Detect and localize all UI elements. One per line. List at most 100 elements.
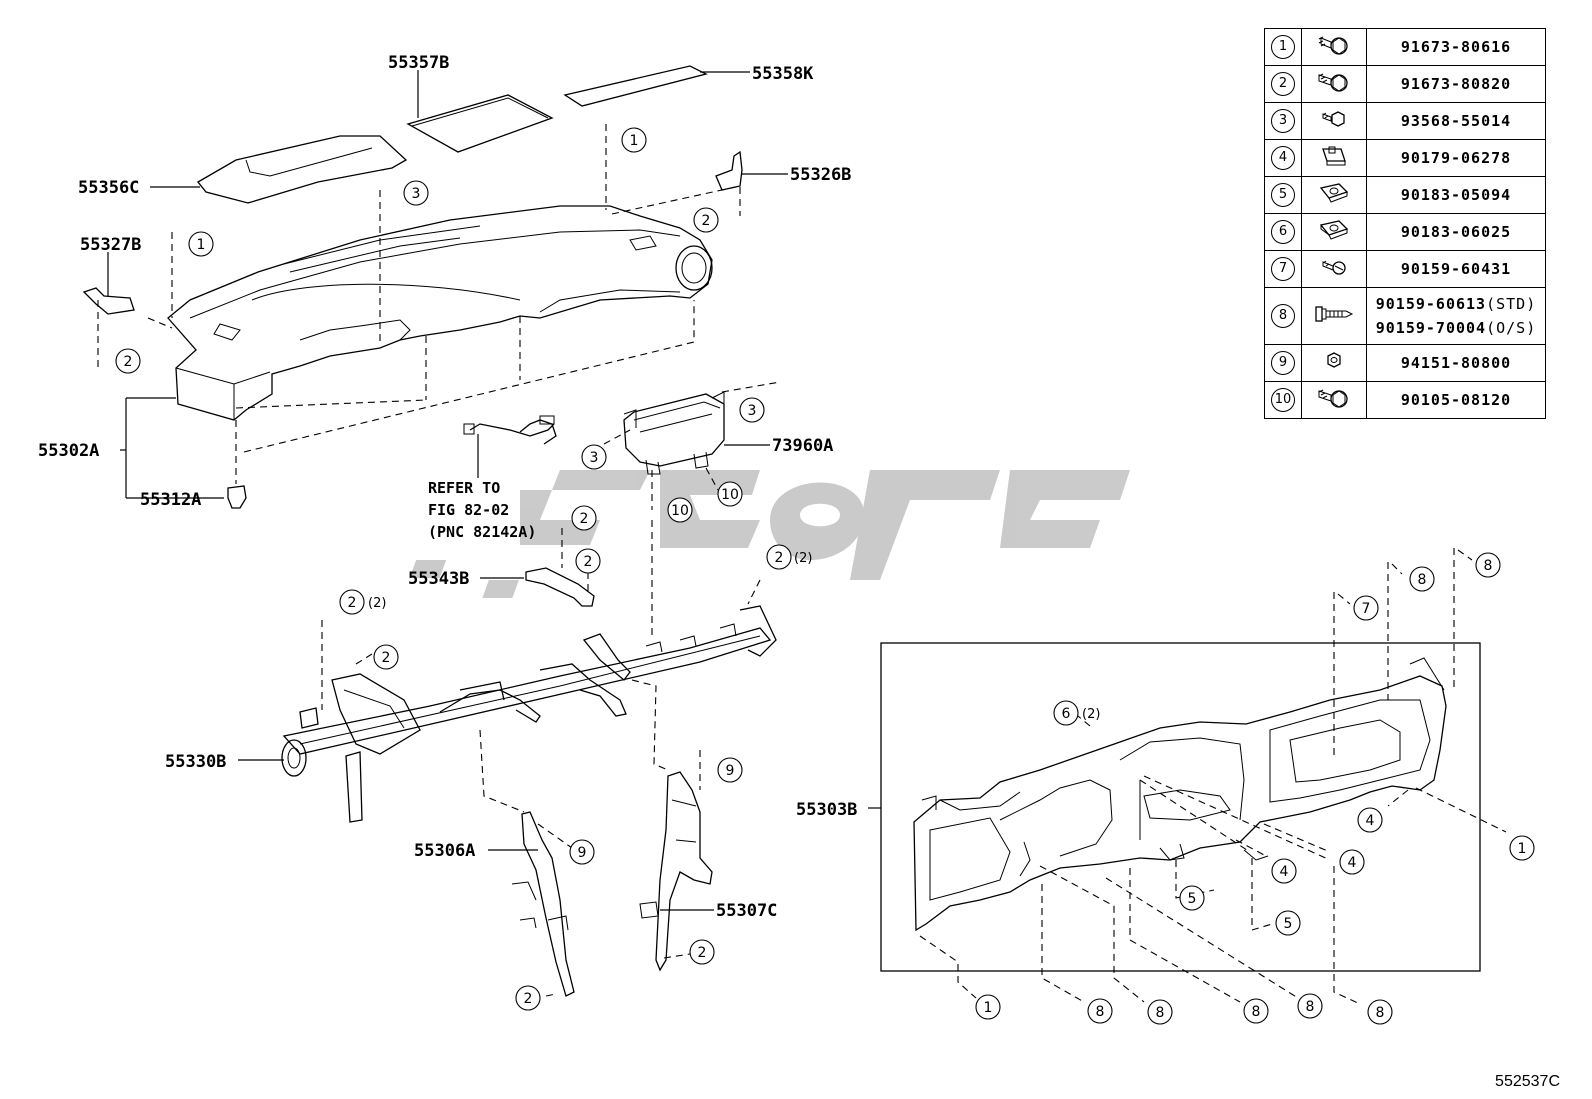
fastener-legend-table: 1 91673-80616 2 91673-80820 3 93568-5501… [1264,28,1546,419]
svg-text:8: 8 [1418,572,1427,588]
label-55306A: 55306A [414,841,475,861]
callout-8-g: 8 [1367,999,1393,1025]
svg-text:2: 2 [524,991,533,1007]
legend-part-suffix: (STD) [1486,295,1537,313]
svg-text:10: 10 [721,487,739,503]
callout-8-c: 8 [1087,998,1113,1024]
svg-text:3: 3 [412,186,421,202]
speed-nut-icon [1319,183,1349,203]
note-line1: REFER TO [428,479,500,497]
svg-text:2: 2 [348,595,357,611]
legend-index: 3 [1271,109,1295,133]
svg-text:5: 5 [1284,916,1293,932]
legend-row: 2 91673-80820 [1264,65,1546,103]
callout-10-a: 10 [717,481,743,507]
svg-text:8: 8 [1096,1004,1105,1020]
clip-55312A [227,485,247,509]
legend-row: 9 94151-80800 [1264,344,1546,382]
callout-5-a: 5 [1179,885,1205,911]
svg-text:8: 8 [1306,999,1315,1015]
legend-row: 4 90179-06278 [1264,139,1546,177]
brace-55306A [511,811,575,997]
qty-note-b: (2) [368,596,386,611]
svg-text:1: 1 [630,133,639,149]
bracket-55326B [715,150,743,191]
legend-part-no: 91673-80820 [1366,65,1546,103]
brace-55307C [639,771,713,972]
callout-2-g: 2 [373,644,399,670]
callout-2-h: 2 [689,939,715,965]
svg-text:2: 2 [698,945,707,961]
label-55303B: 55303B [796,800,857,820]
callout-2-a: 2 [693,207,719,233]
callout-3-a: 3 [403,180,429,206]
svg-text:2: 2 [580,511,589,527]
callout-9-a: 9 [717,757,743,783]
svg-text:2: 2 [584,554,593,570]
svg-text:8: 8 [1156,1005,1165,1021]
legend-index: 1 [1271,35,1295,59]
legend-row: 6 90183-06025 [1264,213,1546,251]
legend-index: 2 [1271,72,1295,96]
label-55327B: 55327B [80,235,141,255]
legend-index: 9 [1271,351,1295,375]
callout-2-c: 2 [571,505,597,531]
legend-part-suffix-alt: (O/S) [1486,319,1537,337]
callout-4-c: 4 [1271,858,1297,884]
watermark-logo [409,470,1130,598]
svg-text:2: 2 [124,354,133,370]
callout-7: 7 [1353,595,1379,621]
callout-3-c: 3 [581,444,607,470]
callout-6: 6 [1053,700,1079,726]
label-55326B: 55326B [790,165,851,185]
callout-1-a: 1 [621,127,647,153]
svg-text:9: 9 [726,763,735,779]
svg-text:2: 2 [702,213,711,229]
speed-nut-icon [1319,220,1349,240]
legend-part-no: 91673-80616 [1366,28,1546,66]
bracket-55343B [525,567,595,607]
svg-text:4: 4 [1366,813,1375,829]
bracket-55327B [82,287,135,315]
svg-text:2: 2 [382,650,391,666]
tapping-screw-icon [1315,306,1354,322]
callout-5-b: 5 [1275,910,1301,936]
instrument-panel-55302A [167,205,713,421]
svg-text:8: 8 [1252,1004,1261,1020]
screw-icon [1322,111,1345,127]
speaker-grille-55357B [406,94,554,153]
legend-part-no-alt: 90159-70004 [1375,319,1487,337]
svg-text:6: 6 [1062,706,1071,722]
legend-index: 8 [1271,304,1295,328]
legend-part-no: 94151-80800 [1366,344,1546,382]
legend-row: 8 90159-60613(STD) 90159-70004(O/S) [1264,287,1546,345]
callout-8-e: 8 [1243,998,1269,1024]
svg-text:1: 1 [1518,841,1527,857]
callout-2-f: 2 [339,589,365,615]
nut-icon [1327,352,1341,368]
figure-reference-code: 552537C [1495,1073,1560,1090]
callout-8-a: 8 [1475,552,1501,578]
bolt-washer-icon [1318,73,1348,92]
callout-8-f: 8 [1297,993,1323,1019]
svg-text:10: 10 [671,503,689,519]
reinforcement-55303B [913,657,1447,932]
legend-part-no: 90179-06278 [1366,139,1546,177]
clip-nut-icon [1322,146,1346,166]
legend-part-no: 93568-55014 [1366,102,1546,140]
legend-index: 4 [1271,146,1295,170]
callout-2-b: 2 [115,348,141,374]
qty-note-a: (2) [794,551,812,566]
svg-text:1: 1 [984,1000,993,1016]
note-line2: FIG 82-02 [428,501,509,519]
legend-row: 5 90183-05094 [1264,176,1546,214]
cover-55358K [563,65,708,107]
label-55356C: 55356C [78,178,139,198]
airbag-73960A [623,391,725,475]
callout-9-b: 9 [569,839,595,865]
svg-text:4: 4 [1348,855,1357,871]
callout-4-a: 4 [1357,807,1383,833]
legend-part-no: 90159-60431 [1366,250,1546,288]
callout-1-c: 1 [1509,835,1535,861]
